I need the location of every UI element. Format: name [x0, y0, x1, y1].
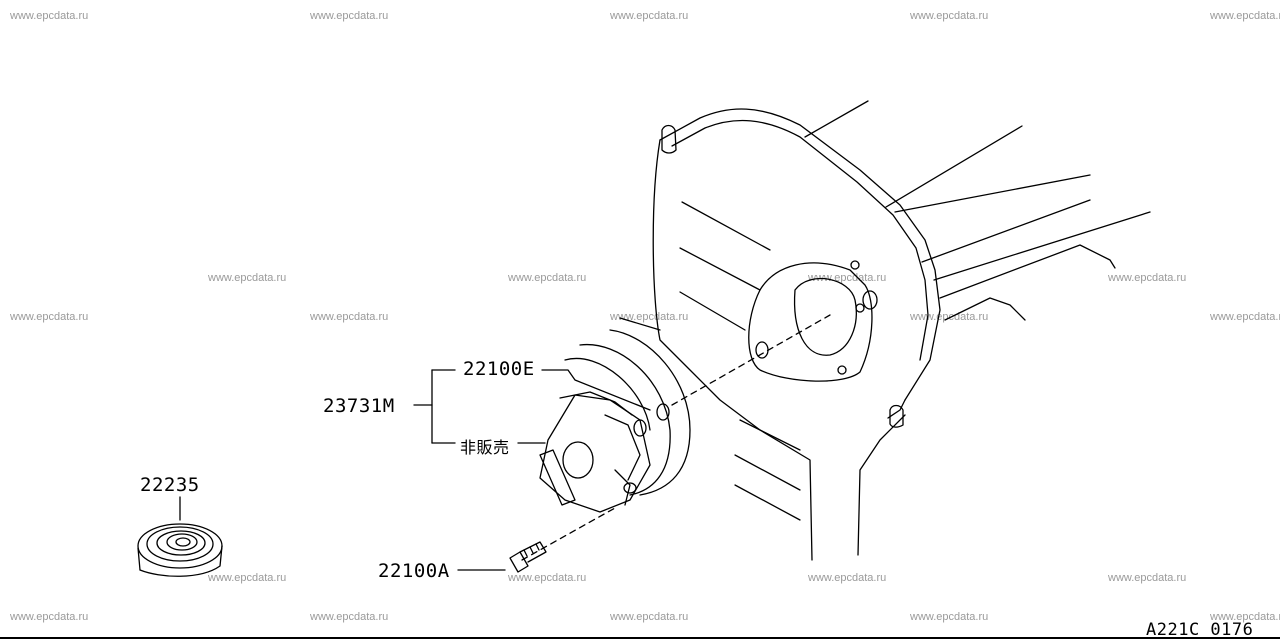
part-label-23731m[interactable]: 23731M [323, 395, 395, 417]
part-label-22100e[interactable]: 22100E [463, 358, 535, 380]
part-label-22100a[interactable]: 22100A [378, 560, 450, 582]
watermark: www.epcdata.ru [1210, 10, 1280, 22]
watermark: www.epcdata.ru [10, 311, 89, 323]
bolt-drawing [509, 541, 547, 573]
watermark: www.epcdata.ru [10, 611, 89, 623]
leader-lines [179, 369, 651, 571]
watermark: www.epcdata.ru [808, 572, 887, 584]
watermark: www.epcdata.ru [310, 10, 389, 22]
watermark: www.epcdata.ru [508, 572, 587, 584]
watermark: www.epcdata.ru [508, 272, 587, 284]
spring-drawing [137, 523, 223, 577]
watermark: www.epcdata.ru [208, 272, 287, 284]
watermark: www.epcdata.ru [208, 572, 287, 584]
watermark: www.epcdata.ru [10, 10, 89, 22]
watermark: www.epcdata.ru [610, 611, 689, 623]
diagram-code: A221C 0176 [1146, 620, 1254, 640]
engine-block-drawing [564, 100, 1151, 561]
watermark: www.epcdata.ru [310, 611, 389, 623]
not-for-sale-label: 非販売 [460, 438, 510, 457]
watermark: www.epcdata.ru [910, 611, 989, 623]
watermark: www.epcdata.ru [910, 311, 989, 323]
watermark: www.epcdata.ru [310, 311, 389, 323]
watermark: www.epcdata.ru [1108, 272, 1187, 284]
distributor-drawing [539, 391, 651, 513]
watermark: www.epcdata.ru [910, 10, 989, 22]
part-label-22235[interactable]: 22235 [140, 474, 200, 496]
watermark: www.epcdata.ru [610, 311, 689, 323]
watermark: www.epcdata.ru [808, 272, 887, 284]
watermark: www.epcdata.ru [1210, 311, 1280, 323]
watermark: www.epcdata.ru [1210, 611, 1280, 623]
watermark: www.epcdata.ru [610, 10, 689, 22]
watermark: www.epcdata.ru [1108, 572, 1187, 584]
